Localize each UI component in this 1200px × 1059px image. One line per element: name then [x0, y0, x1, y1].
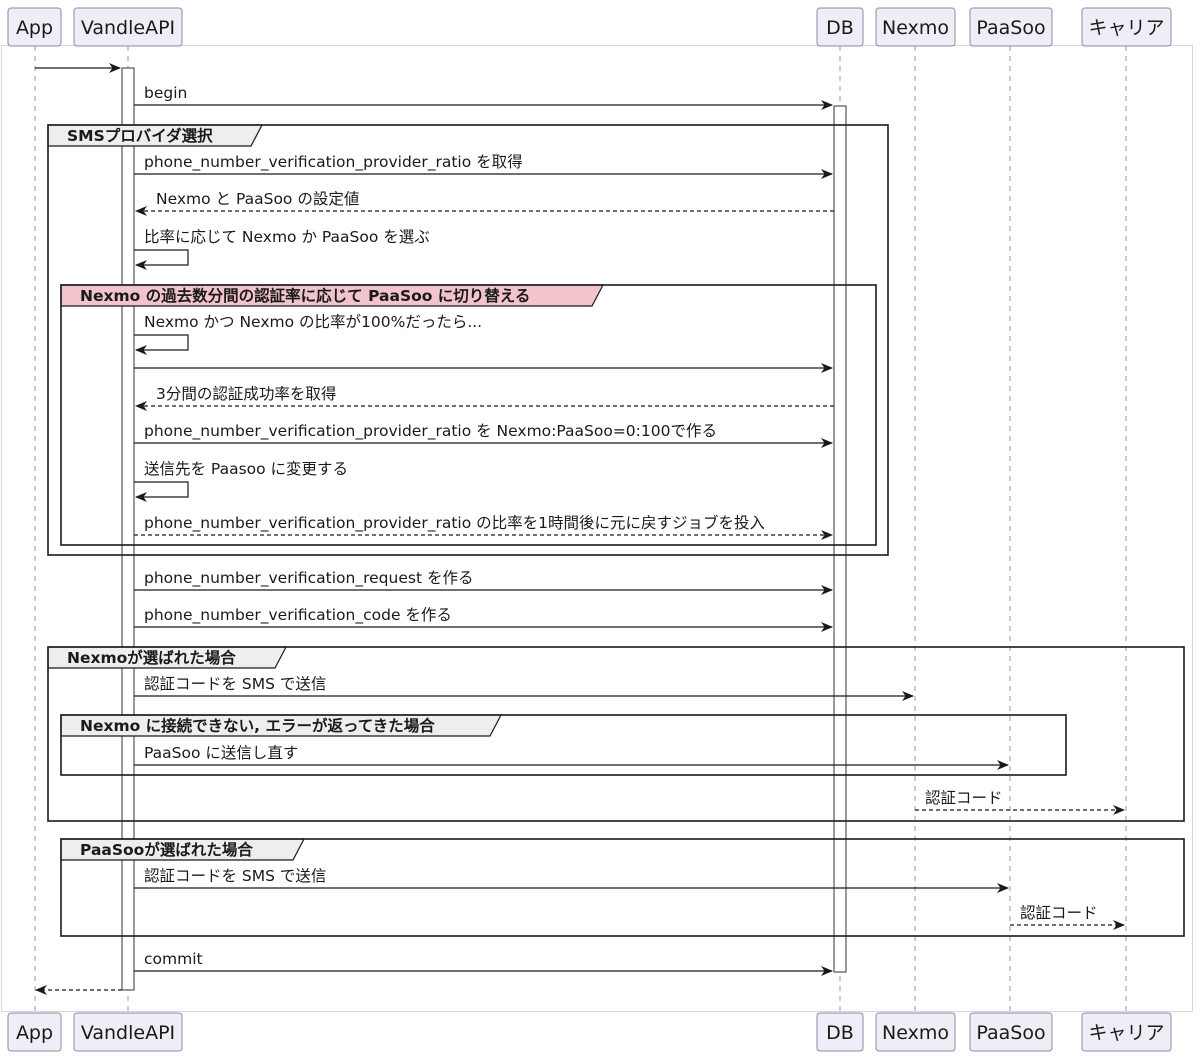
- message-label: phone_number_verification_provider_ratio…: [144, 153, 523, 172]
- message-9: 送信先を Paasoo に変更する: [134, 460, 348, 502]
- participant-box: [816, 1012, 864, 1052]
- message-label: Nexmo かつ Nexmo の比率が100%だったら...: [144, 313, 482, 331]
- participant-label: VandleAPI: [81, 1022, 175, 1044]
- frame-border: [60, 284, 877, 546]
- message-label: phone_number_verification_code を作る: [144, 606, 452, 625]
- message-3: Nexmo と PaaSoo の設定値: [135, 190, 834, 216]
- message-15: 認証コード: [915, 789, 1125, 815]
- message-11: phone_number_verification_request を作る: [134, 569, 833, 595]
- participant-nexmo-top: Nexmo: [875, 7, 956, 47]
- frame-title: PaaSooが選ばれた場合: [80, 840, 253, 859]
- combined-fragments: SMSプロバイダ選択 Nexmo の過去数分間の認証率に応じて PaaSoo に切…: [47, 124, 1185, 937]
- message-label: phone_number_verification_request を作る: [144, 569, 473, 588]
- participant-box: [816, 7, 864, 47]
- message-label: 認証コードを SMS で送信: [144, 867, 326, 885]
- message-label: 認証コードを SMS で送信: [144, 675, 326, 693]
- participant-paasoo-bottom: PaaSoo: [969, 1012, 1053, 1052]
- message-13: 認証コードを SMS で送信: [134, 675, 914, 701]
- participant-db-bottom: DB: [816, 1012, 864, 1052]
- message-1: begin: [134, 84, 833, 110]
- frame-title: SMSプロバイダ選択: [67, 126, 213, 145]
- participant-box: [969, 1012, 1053, 1052]
- message-14: PaaSoo に送信し直す: [134, 744, 1009, 770]
- message-label: phone_number_verification_provider_ratio…: [144, 513, 765, 533]
- message-17: 認証コード: [1010, 904, 1125, 930]
- message-label: begin: [144, 84, 187, 102]
- frame-border: [60, 714, 1067, 776]
- participant-label: Nexmo: [882, 17, 949, 39]
- participant-label: キャリア: [1088, 1022, 1164, 1044]
- participant-label: キャリア: [1088, 17, 1164, 39]
- participant-label: App: [16, 17, 53, 39]
- participant-box: [875, 1012, 956, 1052]
- frame-provider-select: SMSプロバイダ選択: [47, 124, 889, 556]
- participant-box: [73, 7, 183, 47]
- frame-paasoo-selected: PaaSooが選ばれた場合: [60, 838, 1185, 937]
- message-label: 3分間の認証成功率を取得: [156, 385, 336, 403]
- message-label: 認証コード: [1020, 904, 1098, 922]
- message-8: phone_number_verification_provider_ratio…: [134, 422, 833, 448]
- frame-title: Nexmoが選ばれた場合: [67, 648, 236, 667]
- message-12: phone_number_verification_code を作る: [134, 606, 833, 632]
- participant-box: [875, 7, 956, 47]
- participant-app-top: App: [7, 7, 62, 47]
- message-label: phone_number_verification_provider_ratio…: [144, 422, 717, 441]
- participant-carrier-top: キャリア: [1081, 7, 1172, 47]
- message-label: commit: [144, 950, 203, 968]
- activation-db: [833, 105, 847, 973]
- message-label: Nexmo と PaaSoo の設定値: [156, 190, 359, 208]
- message-18: commit: [134, 950, 833, 976]
- frame-title: Nexmo の過去数分間の認証率に応じて PaaSoo に切り替える: [80, 286, 530, 305]
- message-label: 送信先を Paasoo に変更する: [144, 460, 348, 478]
- participant-box: [1081, 1012, 1172, 1052]
- participant-label: DB: [826, 17, 854, 39]
- frame-title: Nexmo に接続できない, エラーが返ってきた場合: [80, 716, 435, 735]
- message-2: phone_number_verification_provider_ratio…: [134, 153, 833, 179]
- message-7: 3分間の認証成功率を取得: [135, 385, 834, 411]
- message-10: phone_number_verification_provider_ratio…: [134, 513, 833, 540]
- participant-nexmo-bottom: Nexmo: [875, 1012, 956, 1052]
- participant-label: PaaSoo: [976, 1022, 1045, 1044]
- message-label: PaaSoo に送信し直す: [144, 744, 298, 762]
- participants-top-row: App VandleAPI DB Nexmo PaaSoo キャリア: [7, 7, 1172, 47]
- message-arrow: [134, 334, 189, 355]
- participant-box: [7, 7, 62, 47]
- participant-box: [969, 7, 1053, 47]
- participant-label: Nexmo: [882, 1022, 949, 1044]
- frame-nexmo-auto-switch: Nexmo の過去数分間の認証率に応じて PaaSoo に切り替える: [60, 284, 877, 546]
- messages: begin phone_number_verification_provider_…: [35, 63, 1125, 995]
- participant-box: [73, 1012, 183, 1052]
- participant-label: App: [16, 1022, 53, 1044]
- participant-api-top: VandleAPI: [73, 7, 183, 47]
- message-4: 比率に応じて Nexmo か PaaSoo を選ぶ: [134, 228, 430, 270]
- participant-label: PaaSoo: [976, 17, 1045, 39]
- message-5: Nexmo かつ Nexmo の比率が100%だったら...: [134, 313, 482, 355]
- message-label: 認証コード: [925, 789, 1003, 807]
- message-arrow: [134, 481, 189, 502]
- participant-db-top: DB: [816, 7, 864, 47]
- frame-border: [47, 646, 1185, 822]
- participant-box: [1081, 7, 1172, 47]
- frame-nexmo-selected: Nexmoが選ばれた場合: [47, 646, 1185, 822]
- message-arrow: [134, 249, 189, 270]
- message-16: 認証コードを SMS で送信: [134, 867, 1009, 893]
- participant-paasoo-top: PaaSoo: [969, 7, 1053, 47]
- participant-box: [7, 1012, 62, 1052]
- participants-bottom-row: App VandleAPI DB Nexmo PaaSoo キャリア: [7, 1012, 1172, 1052]
- participant-app-bottom: App: [7, 1012, 62, 1052]
- participant-api-bottom: VandleAPI: [73, 1012, 183, 1052]
- participant-carrier-bottom: キャリア: [1081, 1012, 1172, 1052]
- message-label: 比率に応じて Nexmo か PaaSoo を選ぶ: [144, 228, 430, 246]
- participant-label: VandleAPI: [81, 17, 175, 39]
- diagram-border: [1, 45, 1193, 1012]
- frame-nexmo-error: Nexmo に接続できない, エラーが返ってきた場合: [60, 714, 1067, 776]
- frame-border: [47, 124, 889, 556]
- participant-label: DB: [826, 1022, 854, 1044]
- frame-border: [60, 838, 1185, 937]
